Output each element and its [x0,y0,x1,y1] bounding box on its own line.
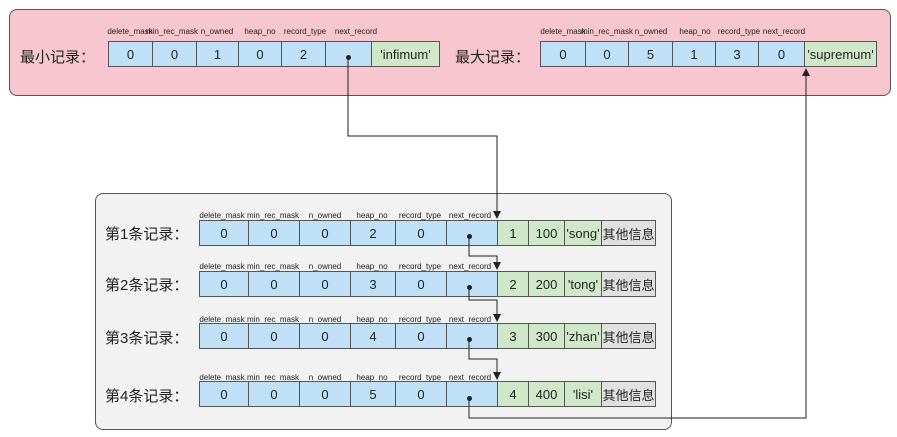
record-4-header-heap-no: heap_no [356,373,388,382]
infimum-min-rec-mask: 0 [152,41,197,67]
supremum-header-next-record: next_record [762,27,806,36]
record-2-header-min-rec-mask: min_rec_mask [246,262,300,271]
record-1-label: 第1条记录： [105,226,189,243]
record-1-next-record [446,220,498,246]
record-1-header-next-record: next_record [448,211,492,220]
record-2-name: 'tong' [564,271,602,297]
record-1-header-delete-mask: delete_mask [199,211,245,220]
supremum-header-delete-mask: delete_mask [540,27,586,36]
record-2-label: 第2条记录： [105,277,189,294]
infimum-name: 'infimum' [371,41,440,67]
record-3-n-owned: 0 [299,323,351,349]
infimum-header-delete-mask: delete_mask [107,27,153,36]
record-2-delete-mask: 0 [199,271,249,297]
record-2-other-info: 其他信息 [601,271,656,297]
record-4-header-delete-mask: delete_mask [199,373,245,382]
record-4-label: 第4条记录： [105,388,189,405]
record-4-header-min-rec-mask: min_rec_mask [246,373,300,382]
infimum-header-min-rec-mask: min_rec_mask [145,27,199,36]
record-1-record-type: 0 [395,220,447,246]
supremum-heap-no: 1 [672,41,716,67]
supremum-header-n-owned: n_owned [634,27,668,36]
record-1-num: 100 [528,220,565,246]
record-2-id: 2 [497,271,529,297]
record-3-heap-no: 4 [350,323,396,349]
record-4-header-next-record: next_record [448,373,492,382]
infimum-header-next-record: next_record [334,27,378,36]
record-4-n-owned: 0 [299,381,351,407]
record-4-num: 400 [528,381,565,407]
record-3-other-info: 其他信息 [601,323,656,349]
record-3-header-next-record: next_record [448,315,492,324]
record-2-min-rec-mask: 0 [248,271,300,297]
arrow-record-4-to-supremum [468,68,810,419]
supremum-n-owned: 5 [628,41,673,67]
record-1-min-rec-mask: 0 [248,220,300,246]
record-2-header-heap-no: heap_no [356,262,388,271]
supremum-header-heap-no: heap_no [679,27,711,36]
infimum-n-owned: 1 [196,41,239,67]
record-3-label: 第3条记录： [105,330,189,347]
infimum-header-heap-no: heap_no [244,27,276,36]
record-2-next-record [446,271,498,297]
record-1-other-info: 其他信息 [601,220,656,246]
record-3-header-n-owned: n_owned [308,315,342,324]
record-3-record-type: 0 [395,323,447,349]
record-2-header-record-type: record_type [398,262,442,271]
record-3-header-heap-no: heap_no [356,315,388,324]
record-1-delete-mask: 0 [199,220,249,246]
record-2-heap-no: 3 [350,271,396,297]
record-3-header-record-type: record_type [398,315,442,324]
arrow-record-3-to-record-4 [468,339,501,380]
arrow-record-2-to-record-3 [468,287,501,322]
supremum-header-min-rec-mask: min_rec_mask [580,27,634,36]
arrow-infimum-to-record-1 [347,57,501,219]
infimum-header-record-type: record_type [283,27,327,36]
supremum-delete-mask: 0 [540,41,586,67]
infimum-delete-mask: 0 [108,41,153,67]
infimum-record-type: 2 [281,41,326,67]
record-2-header-next-record: next_record [448,262,492,271]
record-2-header-delete-mask: delete_mask [199,262,245,271]
record-2-n-owned: 0 [299,271,351,297]
record-3-header-delete-mask: delete_mask [199,315,245,324]
record-2-num: 200 [528,271,565,297]
record-4-header-record-type: record_type [398,373,442,382]
supremum-label: 最大记录： [455,49,531,66]
infimum-label: 最小记录： [20,49,96,66]
record-1-name: 'song' [564,220,602,246]
record-4-id: 4 [497,381,529,407]
record-3-id: 3 [497,323,529,349]
supremum-record-type: 3 [715,41,759,67]
record-2-header-n-owned: n_owned [308,262,342,271]
record-1-header-heap-no: heap_no [356,211,388,220]
infimum-header-n-owned: n_owned [200,27,234,36]
arrow-record-1-to-record-2 [468,236,501,270]
record-3-name: 'zhan' [564,323,602,349]
record-1-header-min-rec-mask: min_rec_mask [246,211,300,220]
record-4-delete-mask: 0 [199,381,249,407]
supremum-name: 'supremum' [804,41,877,67]
record-3-delete-mask: 0 [199,323,249,349]
record-4-name: 'lisi' [564,381,602,407]
record-4-other-info: 其他信息 [601,381,656,407]
infimum-heap-no: 0 [238,41,282,67]
record-4-heap-no: 5 [350,381,396,407]
record-4-header-n-owned: n_owned [308,373,342,382]
record-4-min-rec-mask: 0 [248,381,300,407]
record-1-heap-no: 2 [350,220,396,246]
record-1-header-record-type: record_type [398,211,442,220]
record-2-record-type: 0 [395,271,447,297]
record-3-header-min-rec-mask: min_rec_mask [246,315,300,324]
record-1-header-n-owned: n_owned [308,211,342,220]
supremum-header-record-type: record_type [717,27,761,36]
